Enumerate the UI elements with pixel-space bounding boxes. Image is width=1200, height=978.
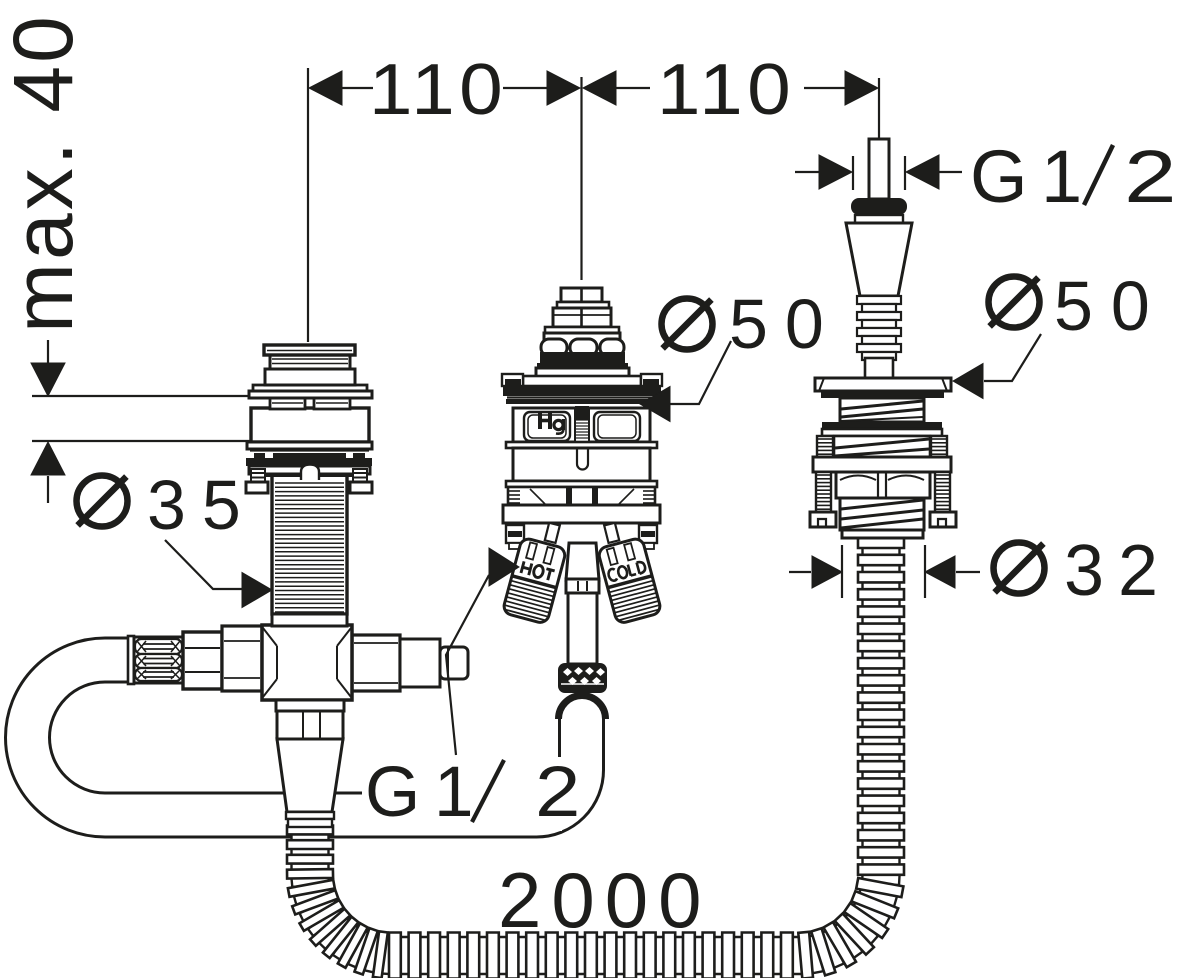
svg-text:G: G xyxy=(970,135,1028,218)
svg-text:32: 32 xyxy=(1064,531,1172,611)
svg-text:110: 110 xyxy=(369,49,507,129)
svg-text:50: 50 xyxy=(1054,267,1168,345)
svg-text:1: 1 xyxy=(434,753,474,832)
svg-text:max. 40: max. 40 xyxy=(0,13,90,333)
svg-text:1: 1 xyxy=(1041,135,1082,218)
svg-text:50: 50 xyxy=(729,285,841,363)
svg-text:2: 2 xyxy=(535,753,580,832)
svg-text:2000: 2000 xyxy=(498,856,712,944)
svg-text:35: 35 xyxy=(147,466,257,544)
svg-text:2: 2 xyxy=(1124,136,1177,219)
svg-text:G: G xyxy=(365,753,420,832)
svg-text:110: 110 xyxy=(657,49,795,129)
